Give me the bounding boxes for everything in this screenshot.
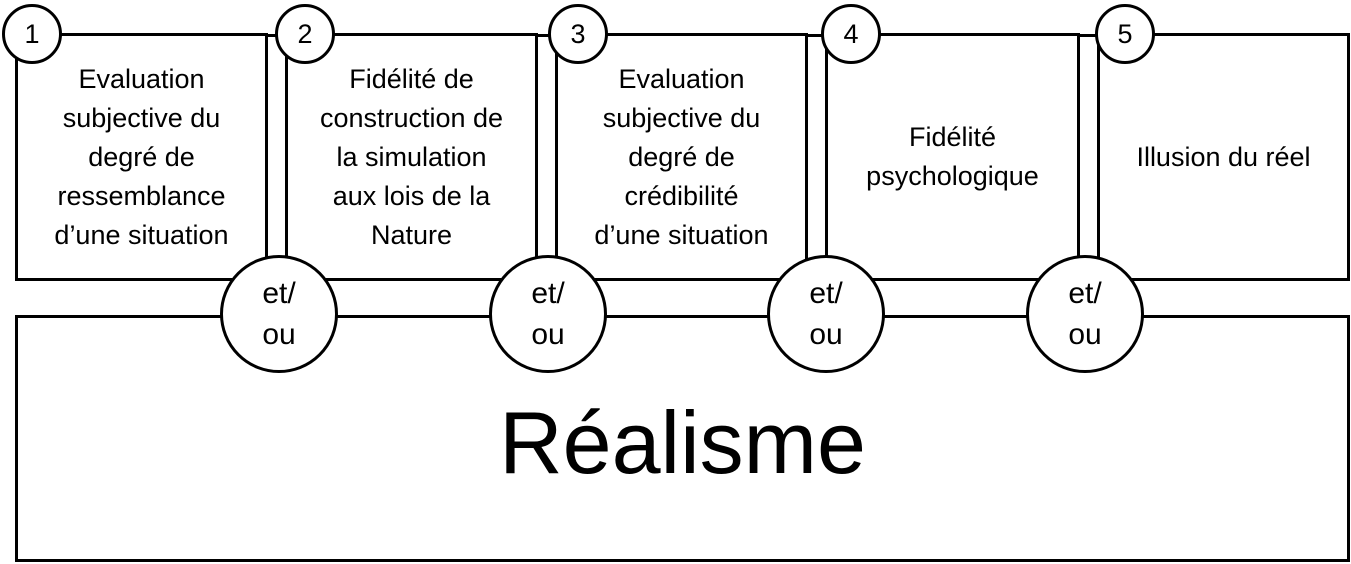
concept-text-5: Illusion du réel (1136, 141, 1311, 172)
concept-box-4: Fidélité psychologique (825, 33, 1080, 281)
number-badge-5: 5 (1095, 4, 1155, 64)
connector-et-ou-1: et/ ou (220, 255, 338, 373)
number-badge-3: 3 (548, 4, 608, 64)
link-line-4-5 (1077, 34, 1099, 37)
concept-text-2: Fidélité de construction de la simulatio… (319, 63, 504, 250)
connector-et-ou-3: et/ ou (767, 255, 885, 373)
concept-box-3: Evaluation subjective du degré de crédib… (555, 33, 808, 281)
concept-text-3: Evaluation subjective du degré de crédib… (594, 63, 769, 250)
link-line-2-3 (535, 34, 557, 37)
number-badge-4: 4 (821, 4, 881, 64)
concept-text-4: Fidélité psychologique (866, 122, 1039, 191)
concept-box-2: Fidélité de construction de la simulatio… (285, 33, 538, 281)
realism-box: Réalisme (15, 315, 1350, 562)
connector-et-ou-2: et/ ou (489, 255, 607, 373)
concept-text-1: Evaluation subjective du degré de ressem… (54, 63, 229, 250)
realism-title: Réalisme (499, 393, 866, 492)
concept-box-5: Illusion du réel (1097, 33, 1350, 281)
number-badge-2: 2 (275, 4, 335, 64)
connector-et-ou-4: et/ ou (1026, 255, 1144, 373)
concept-box-1: Evaluation subjective du degré de ressem… (15, 33, 268, 281)
link-line-3-4 (805, 34, 827, 37)
number-badge-1: 1 (2, 4, 62, 64)
